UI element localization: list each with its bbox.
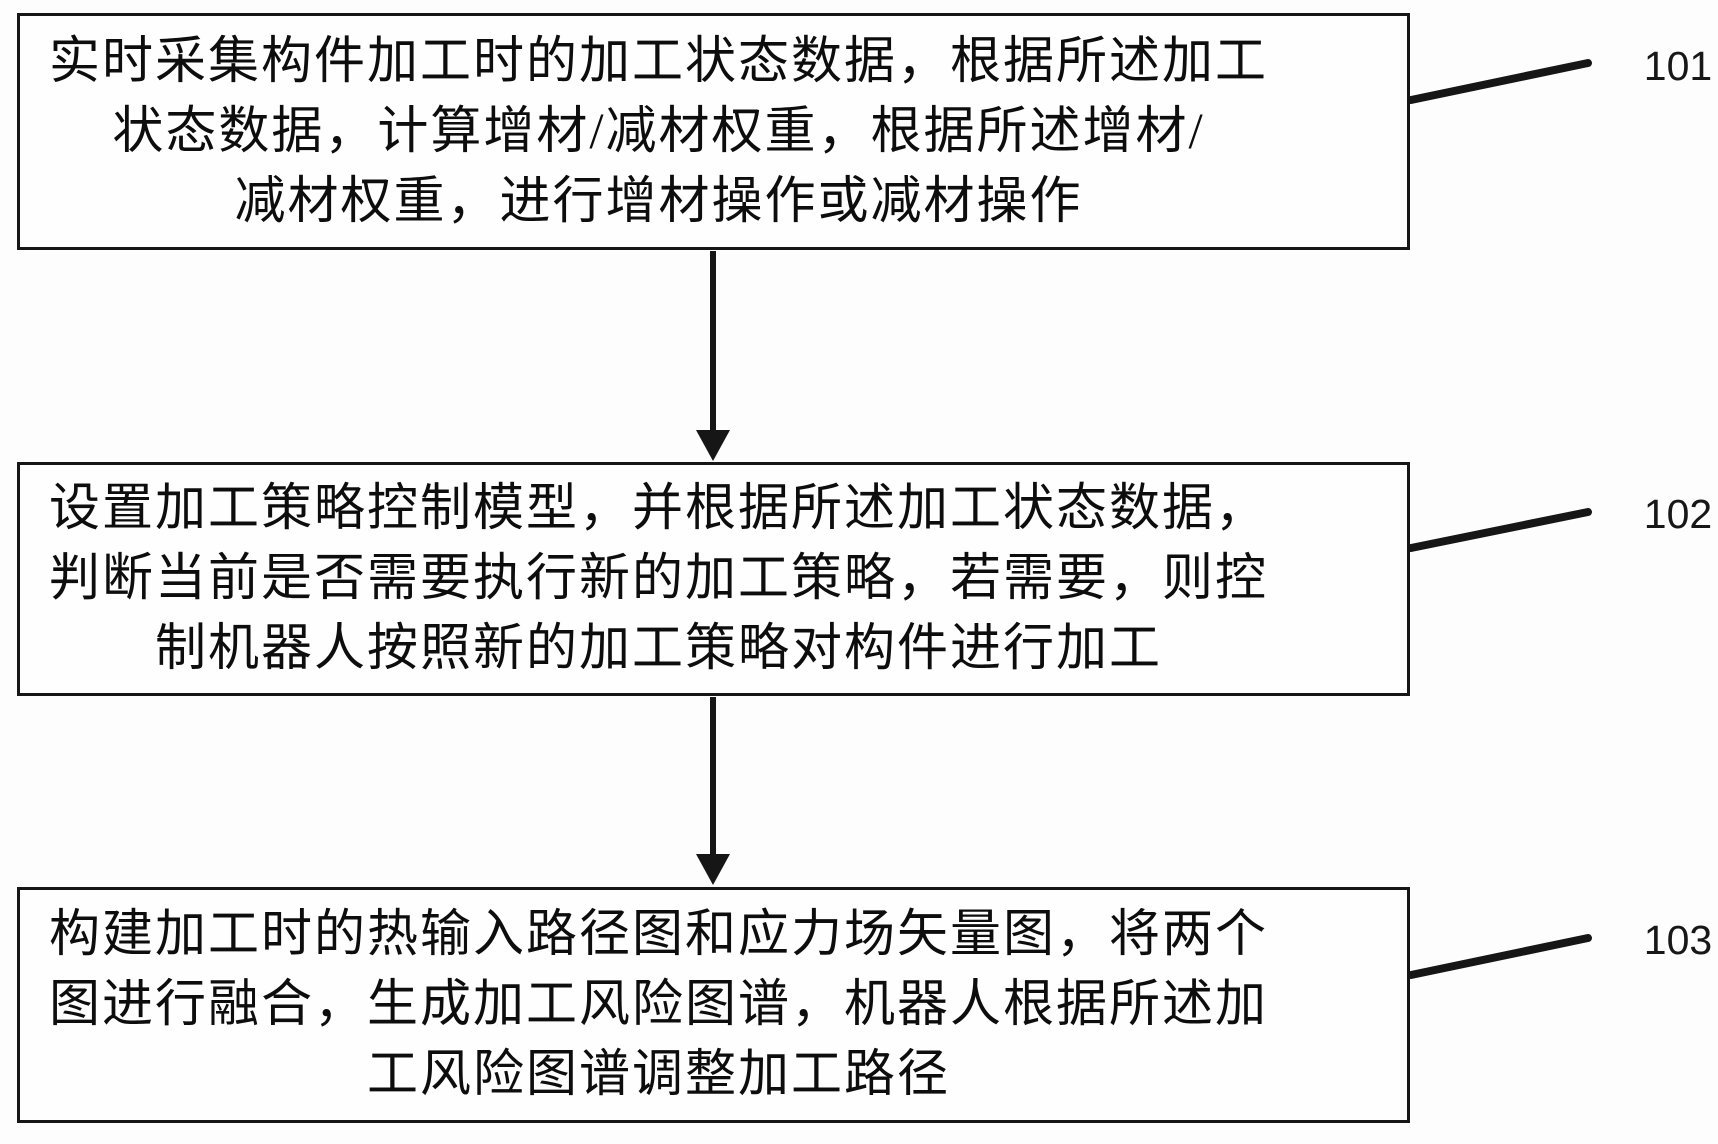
step-101-line-3: 减材权重，进行增材操作或减材操作 <box>234 173 1083 230</box>
step-103-line-1: 构建加工时的热输入路径图和应力场矢量图，将两个 <box>48 907 1268 963</box>
step-box-102: 设置加工策略控制模型，并根据所述加工状态数据， 判断当前是否需要执行新的加工策略… <box>17 462 1410 696</box>
down-arrowhead-icon <box>696 430 730 461</box>
down-arrow-connector-2 <box>696 697 730 885</box>
step-102-line-1: 设置加工策略控制模型，并根据所述加工状态数据， <box>48 481 1268 537</box>
leader-line-102 <box>1407 508 1592 552</box>
step-102-line-3: 制机器人按照新的加工策略对构件进行加工 <box>154 621 1162 677</box>
down-arrowhead-icon <box>696 854 730 885</box>
step-box-101: 实时采集构件加工时的加工状态数据，根据所述加工 状态数据，计算增材/减材权重，根… <box>17 13 1410 250</box>
step-box-103: 构建加工时的热输入路径图和应力场矢量图，将两个 图进行融合，生成加工风险图谱，机… <box>17 887 1410 1123</box>
down-arrow-connector-1 <box>696 251 730 461</box>
step-label-101: 101 <box>1643 43 1713 89</box>
leader-line-103 <box>1407 934 1592 979</box>
step-101-line-2: 状态数据，计算增材/减材权重，根据所述增材/ <box>112 103 1205 160</box>
step-102-line-2: 判断当前是否需要执行新的加工策略，若需要，则控 <box>48 551 1268 607</box>
step-label-103: 103 <box>1643 917 1713 963</box>
step-103-line-3: 工风险图谱调整加工路径 <box>366 1047 950 1103</box>
step-103-line-2: 图进行融合，生成加工风险图谱，机器人根据所述加 <box>48 977 1268 1033</box>
leader-line-101 <box>1407 59 1592 104</box>
step-label-102: 102 <box>1643 491 1713 537</box>
step-101-line-1: 实时采集构件加工时的加工状态数据，根据所述加工 <box>48 33 1268 90</box>
